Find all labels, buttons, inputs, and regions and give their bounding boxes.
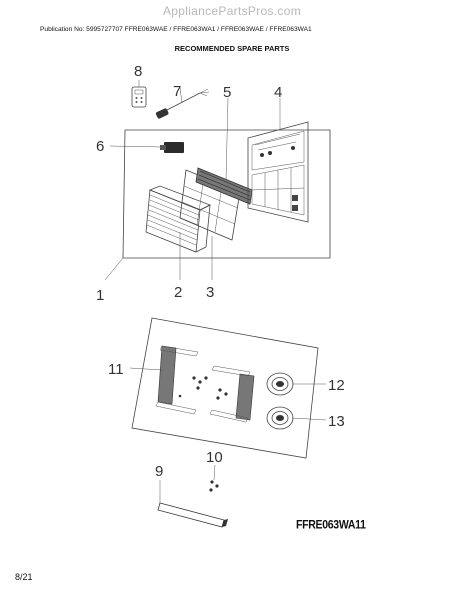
callout-9: 9 (155, 463, 163, 480)
callout-3: 3 (206, 284, 214, 301)
part-11-window-side-panels[interactable] (129, 345, 255, 423)
callout-11: 11 (108, 361, 124, 378)
callout-8: 8 (134, 63, 142, 80)
model-code: FFRE063WA11 (296, 518, 366, 532)
callout-1: 1 (96, 287, 104, 304)
part-9-sash-seal[interactable] (157, 480, 228, 528)
section-heading: RECOMMENDED SPARE PARTS (174, 44, 290, 53)
watermark: AppliancePartsPros.com (163, 4, 301, 18)
callout-7: 7 (173, 83, 181, 100)
page-number: 8/21 (15, 572, 33, 582)
part-7-power-cord[interactable] (155, 87, 210, 119)
part-13-foam-seal[interactable] (266, 406, 327, 430)
part-10-screws[interactable] (209, 464, 219, 492)
part-12-foam-seal[interactable] (266, 372, 326, 396)
part-2-front-grille[interactable] (145, 185, 211, 280)
part-6-sensor-module[interactable] (109, 142, 184, 153)
part-4-front-panel[interactable] (247, 98, 309, 223)
part-8-remote-control[interactable] (131, 80, 147, 108)
callout-13: 13 (328, 413, 345, 430)
lower-assembly-frame (131, 317, 319, 459)
callout-12: 12 (328, 377, 345, 394)
publication-line: Publication No: 5995727707 FFRE063WAE / … (40, 26, 312, 33)
part-5-louver-assembly[interactable] (195, 97, 253, 205)
callout-2: 2 (174, 284, 182, 301)
callout-5: 5 (223, 84, 231, 101)
callout-labels: 1 2 3 4 5 6 7 8 9 10 11 12 13 (96, 63, 345, 480)
callout-4: 4 (274, 84, 282, 101)
callout-10: 10 (206, 449, 223, 466)
callout-6: 6 (96, 138, 104, 155)
upper-assembly-frame (104, 129, 331, 281)
